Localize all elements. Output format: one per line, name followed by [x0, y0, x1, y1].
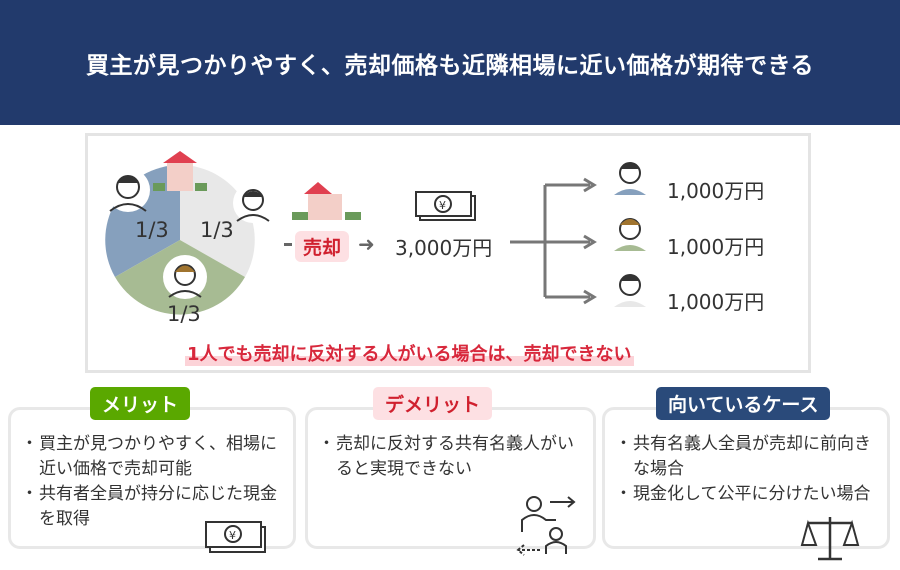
merit-badge: メリット [90, 387, 191, 420]
person-icon [614, 274, 646, 307]
arrow-tail [284, 243, 292, 246]
case-item: 共有名義人全員が売却に前向きな場合 [615, 432, 877, 482]
share-label: 1/3 [135, 218, 169, 242]
merit-item: 共有者全員が持分に応じた現金を取得 [21, 482, 283, 532]
total-amount: 3,000万円 [395, 236, 493, 260]
demerit-item: 売却に反対する共有名義人がいると実現できない [318, 432, 583, 482]
arrow-right-icon: ➜ [358, 232, 375, 256]
person-icon-bottom [163, 255, 207, 299]
person-icon [614, 162, 646, 195]
banknote-icon: ¥ [415, 191, 476, 221]
demerit-badge: デメリット [373, 387, 493, 420]
ownership-pie-chart [105, 151, 273, 315]
recipient-icons [614, 162, 646, 307]
scales-icon [800, 517, 860, 561]
cases-badge: 向いているケース [656, 387, 831, 420]
warning-text: 1人でも売却に反対する人がいる場合は、売却できない [185, 340, 634, 366]
svg-text:¥: ¥ [229, 529, 236, 542]
split-arrows [510, 177, 597, 305]
house-icon [292, 182, 361, 220]
cases-card: 共有名義人全員が売却に前向きな場合 現金化して公平に分けたい場合 [602, 407, 890, 549]
person-icon-right [233, 183, 273, 223]
merit-card: 買主が見つかりやすく、相場に近い価格で売却可能 共有者全員が持分に応じた現金を取… [8, 407, 296, 549]
person-refusal-icon [516, 496, 576, 556]
case-item: 現金化して公平に分けたい場合 [615, 482, 877, 507]
payout-amount: 1,000万円 [667, 290, 765, 314]
payout-amount: 1,000万円 [667, 179, 765, 203]
house-icon [153, 151, 207, 191]
merit-item: 買主が見つかりやすく、相場に近い価格で売却可能 [21, 432, 283, 482]
page-title: 買主が見つかりやすく、売却価格も近隣相場に近い価格が期待できる [85, 52, 815, 79]
svg-text:¥: ¥ [439, 199, 446, 212]
payout-amount: 1,000万円 [667, 235, 765, 259]
share-label: 1/3 [167, 302, 201, 326]
header: 買主が見つかりやすく、売却価格も近隣相場に近い価格が期待できる [0, 0, 900, 125]
banknote-icon: ¥ [205, 521, 266, 553]
sell-badge: 売却 [295, 231, 350, 262]
person-icon [614, 218, 646, 251]
share-label: 1/3 [200, 218, 234, 242]
person-icon-left [106, 168, 150, 212]
